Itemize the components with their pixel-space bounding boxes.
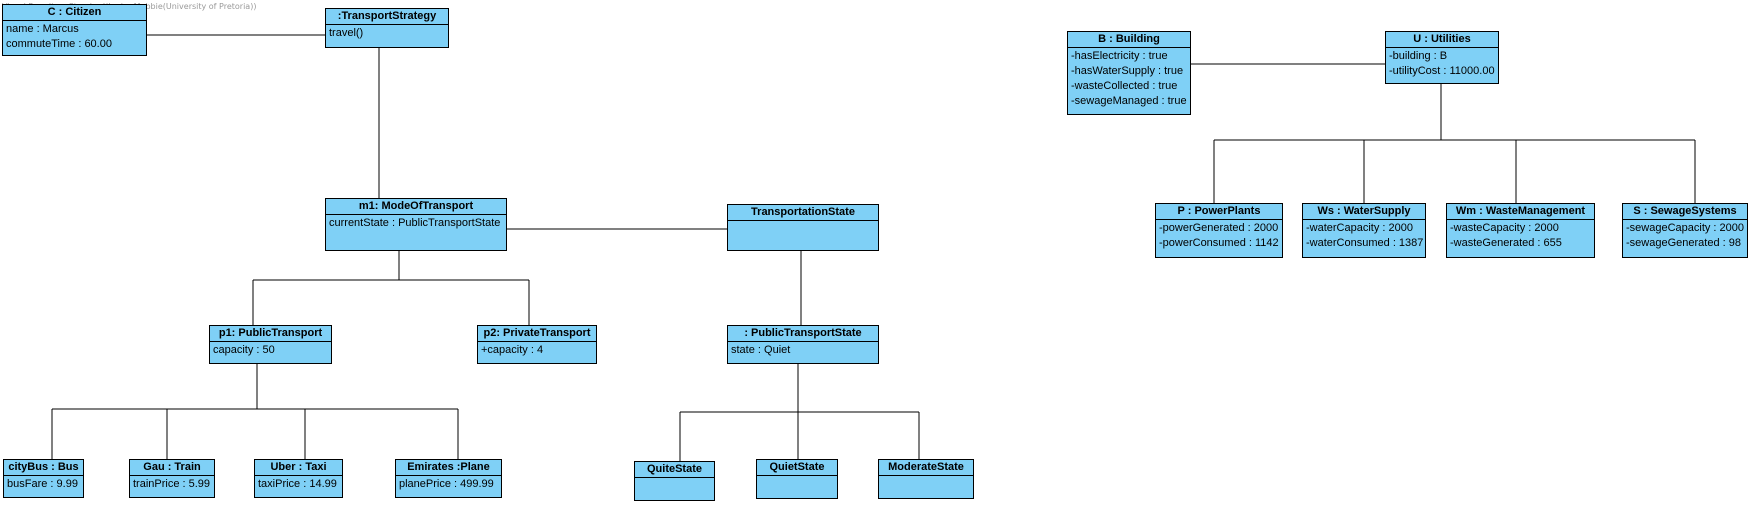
object-title: p1: PublicTransport	[210, 326, 331, 342]
attribute: capacity : 50	[213, 344, 275, 356]
object-title: TransportationState	[728, 205, 878, 221]
object-quite-state[interactable]: QuiteState	[634, 461, 715, 501]
object-train[interactable]: Gau : Train trainPrice : 5.99	[129, 459, 215, 498]
operation: travel()	[329, 27, 364, 39]
object-sewage-systems[interactable]: S : SewageSystems -sewageCapacity : 2000…	[1622, 203, 1748, 258]
attribute: -sewageGenerated : 98	[1626, 237, 1741, 249]
link-public-children	[51, 364, 459, 459]
object-title: Emirates :Plane	[396, 460, 501, 476]
object-title: Ws : WaterSupply	[1303, 204, 1425, 220]
attribute: -building : B	[1389, 50, 1448, 62]
attribute: trainPrice : 5.99	[133, 478, 211, 490]
attribute: -hasWaterSupply : true	[1071, 65, 1184, 77]
attribute: currentState : PublicTransportState	[329, 217, 501, 229]
object-building[interactable]: B : Building -hasElectricity : true -has…	[1067, 31, 1191, 115]
attribute: state : Quiet	[731, 344, 791, 356]
object-title: C : Citizen	[3, 5, 146, 21]
attribute: -hasElectricity : true	[1071, 50, 1168, 62]
object-plane[interactable]: Emirates :Plane planePrice : 499.99	[395, 459, 502, 498]
object-moderate-state[interactable]: ModerateState	[878, 459, 974, 499]
object-title: Wm : WasteManagement	[1447, 204, 1594, 220]
object-title: B : Building	[1068, 32, 1190, 48]
attribute: -wasteCapacity : 2000	[1450, 222, 1559, 234]
attribute: -sewageManaged : true	[1071, 95, 1187, 107]
object-waste-management[interactable]: Wm : WasteManagement -wasteCapacity : 20…	[1446, 203, 1595, 258]
object-title: : PublicTransportState	[728, 326, 878, 342]
attribute: busFare : 9.99	[7, 478, 78, 490]
attribute: -powerConsumed : 1142	[1159, 237, 1279, 249]
object-title: p2: PrivateTransport	[478, 326, 596, 342]
object-title: :TransportStrategy	[326, 9, 448, 25]
link-mode-children	[252, 251, 530, 325]
attribute: commuteTime : 60.00	[6, 38, 112, 50]
attribute: -sewageCapacity : 2000	[1626, 222, 1745, 234]
object-private-transport[interactable]: p2: PrivateTransport +capacity : 4	[477, 325, 597, 364]
attribute: -waterConsumed : 1387	[1306, 237, 1424, 249]
attribute: name : Marcus	[6, 23, 79, 35]
object-taxi[interactable]: Uber : Taxi taxiPrice : 14.99	[254, 459, 343, 498]
link-utilities-children	[1213, 84, 1696, 203]
attribute: planePrice : 499.99	[399, 478, 494, 490]
object-title: QuiteState	[635, 462, 714, 478]
attribute: -wasteCollected : true	[1071, 80, 1178, 92]
object-transport-strategy[interactable]: :TransportStrategy travel()	[325, 8, 449, 48]
object-title: P : PowerPlants	[1156, 204, 1282, 220]
object-title: QuietState	[757, 460, 837, 476]
attribute: -powerGenerated : 2000	[1159, 222, 1279, 234]
attribute: -waterCapacity : 2000	[1306, 222, 1413, 234]
object-power-plants[interactable]: P : PowerPlants -powerGenerated : 2000 -…	[1155, 203, 1283, 258]
object-citizen[interactable]: C : Citizen name : Marcus commuteTime : …	[2, 4, 147, 56]
object-mode-of-transport[interactable]: m1: ModeOfTransport currentState : Publi…	[325, 198, 507, 251]
object-public-transport-state[interactable]: : PublicTransportState state : Quiet	[727, 325, 879, 364]
object-title: Gau : Train	[130, 460, 214, 476]
object-public-transport[interactable]: p1: PublicTransport capacity : 50	[209, 325, 332, 364]
object-bus[interactable]: cityBus : Bus busFare : 9.99	[3, 459, 84, 498]
attribute: -utilityCost : 11000.00	[1389, 65, 1495, 77]
attribute: +capacity : 4	[481, 344, 544, 356]
object-transportation-state[interactable]: TransportationState	[727, 204, 879, 251]
object-utilities[interactable]: U : Utilities -building : B -utilityCost…	[1385, 31, 1499, 84]
object-quiet-state[interactable]: QuietState	[756, 459, 838, 499]
attribute: taxiPrice : 14.99	[258, 478, 337, 490]
object-title: ModerateState	[879, 460, 973, 476]
object-title: cityBus : Bus	[4, 460, 83, 476]
object-title: m1: ModeOfTransport	[326, 199, 506, 215]
object-title: U : Utilities	[1386, 32, 1498, 48]
object-title: Uber : Taxi	[255, 460, 342, 476]
object-title: S : SewageSystems	[1623, 204, 1747, 220]
object-water-supply[interactable]: Ws : WaterSupply -waterCapacity : 2000 -…	[1302, 203, 1426, 258]
attribute: -wasteGenerated : 655	[1450, 237, 1562, 249]
link-publicstate-children	[679, 364, 920, 461]
